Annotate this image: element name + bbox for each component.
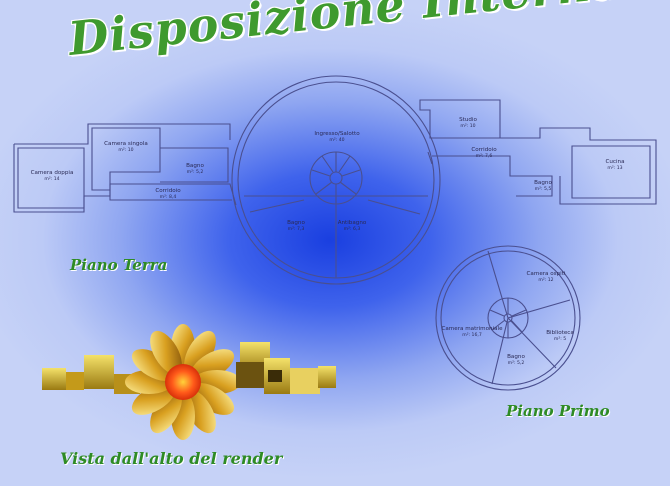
room-area: m²: 7,6 (476, 153, 493, 159)
room-label: Ingresso/Salotto (314, 131, 360, 137)
room-label: Bagno (186, 163, 204, 169)
room-area: m²: 5,2 (187, 169, 204, 175)
caption-piano-primo: Piano Primo (506, 402, 610, 420)
ground-floor-plan: Camera doppia m²: 14 Camera singola m²: … (13, 75, 657, 285)
room-label: Camera ospiti (527, 271, 566, 277)
room-area: m²: 5,2 (508, 360, 525, 366)
room-area: m²: 12 (538, 277, 553, 283)
room-label: Biblioteca (546, 330, 574, 336)
room-area: m²: 10 (460, 123, 475, 129)
room-label: Antibagno (338, 220, 367, 226)
room-area: m²: 8,4 (160, 194, 177, 200)
room-area: m²: 10 (118, 147, 133, 153)
room-label: Camera matrimoniale (441, 326, 503, 332)
room-label: Studio (459, 117, 477, 123)
room-label: Camera singola (104, 141, 148, 147)
first-floor-plan: Camera ospiti m²: 12 Camera matrimoniale… (435, 245, 581, 391)
render-top-view-image (42, 324, 336, 440)
room-label: Bagno (287, 220, 305, 226)
room-area: m²: 16,7 (462, 332, 482, 338)
caption-vista-render: Vista dall'alto del render (60, 449, 283, 468)
room-area: m²: 7,3 (288, 226, 305, 232)
caption-piano-terra: Piano Terra (70, 256, 168, 274)
room-area: m²: 5,5 (535, 186, 552, 192)
room-label: Bagno (507, 354, 525, 360)
room-label: Corridoio (155, 188, 181, 194)
room-area: m²: 14 (44, 176, 59, 182)
room-label: Camera doppia (31, 170, 74, 176)
room-label: Corridoio (471, 147, 497, 153)
room-area: m²: 13 (607, 165, 622, 171)
room-label: Bagno (534, 180, 552, 186)
room-area: m²: 6,3 (344, 226, 361, 232)
room-label: Cucina (605, 159, 624, 165)
room-area: m²: 40 (329, 137, 344, 143)
room-area: m²: 5 (554, 336, 566, 342)
